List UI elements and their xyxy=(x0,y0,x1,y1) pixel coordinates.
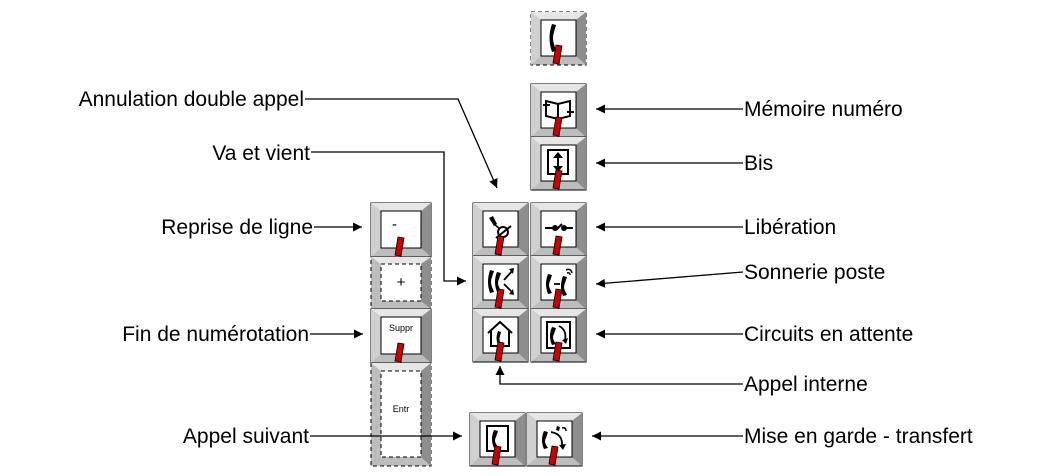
hangup-icon xyxy=(545,223,573,231)
minus-key-label: - xyxy=(392,216,397,233)
top-handset-key[interactable] xyxy=(530,11,587,66)
appel-interne-key[interactable] xyxy=(472,308,529,363)
label-sonnerie-poste: Sonnerie poste xyxy=(744,261,885,284)
ringer-icon xyxy=(546,268,573,296)
plus-key-label: + xyxy=(397,274,406,291)
annulation-key[interactable] xyxy=(472,202,529,257)
label-mise-en-garde-transfert: Mise en garde - transfert xyxy=(744,425,973,448)
label-liberation: Libération xyxy=(744,216,836,239)
label-appel-interne: Appel interne xyxy=(744,373,868,396)
label-annulation-double-appel: Annulation double appel xyxy=(79,88,304,111)
entr-key[interactable]: Entr xyxy=(370,362,432,467)
va-et-vient-key[interactable] xyxy=(472,255,529,310)
label-memoire-numero: Mémoire numéro xyxy=(744,98,903,121)
sonnerie-pointer xyxy=(595,271,744,288)
handset-icon xyxy=(549,24,556,52)
circuits-en-attente-key[interactable] xyxy=(530,308,587,363)
entr-key-label: Entr xyxy=(393,404,410,414)
transfer-icon xyxy=(542,426,567,450)
toggle-icon xyxy=(488,268,514,295)
labels: Annulation double appel Va et vient Repr… xyxy=(79,88,973,448)
label-bis: Bis xyxy=(744,152,773,175)
label-appel-suivant: Appel suivant xyxy=(183,425,309,448)
minus-key[interactable]: - xyxy=(370,202,432,258)
appel-suivant-key[interactable] xyxy=(469,412,526,467)
annulation-pointer xyxy=(305,98,498,189)
suppr-key-label: Suppr xyxy=(389,323,413,333)
label-fin-de-numerotation: Fin de numérotation xyxy=(122,323,309,346)
liberation-key[interactable] xyxy=(530,202,587,257)
sonnerie-poste-key[interactable] xyxy=(530,255,587,310)
appel-interne-pointer xyxy=(495,366,743,385)
label-reprise-de-ligne: Reprise de ligne xyxy=(161,216,313,239)
redial-icon xyxy=(547,149,569,175)
memoire-numero-key[interactable] xyxy=(530,83,587,138)
suppr-key[interactable]: Suppr xyxy=(370,308,432,364)
book-icon xyxy=(543,99,574,121)
bis-key[interactable] xyxy=(530,136,587,191)
label-circuits-en-attente: Circuits en attente xyxy=(744,323,913,346)
mise-en-garde-key[interactable] xyxy=(526,412,583,467)
leader-lines xyxy=(305,98,744,441)
label-va-et-vient: Va et vient xyxy=(212,142,310,165)
va-et-vient-pointer xyxy=(311,151,466,286)
plus-key[interactable]: + xyxy=(370,256,432,310)
